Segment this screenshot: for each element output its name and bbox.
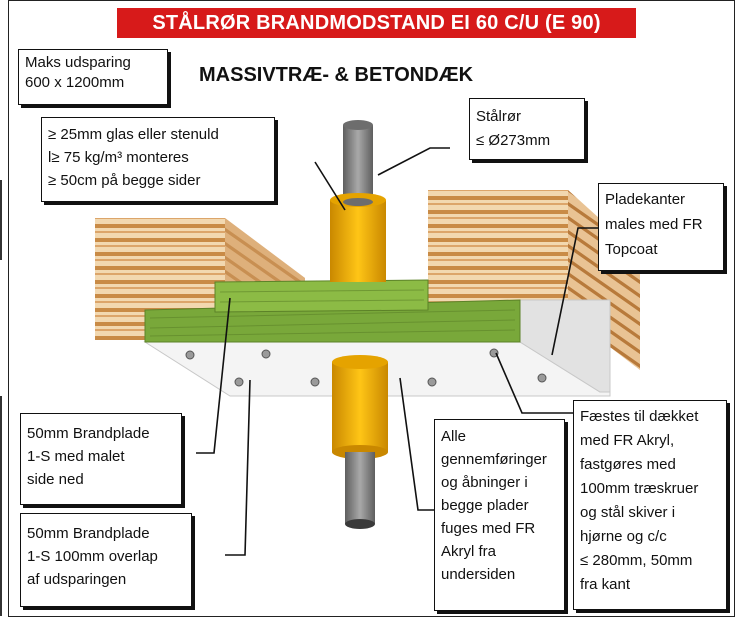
sealing-line: undersiden: [441, 566, 516, 583]
opening-size-line: Maks udsparing: [25, 54, 131, 71]
steel-pipe-lower: [345, 452, 375, 524]
leader-lines: [196, 147, 600, 556]
sealing-line: og åbninger i: [441, 474, 528, 491]
pipe-size-label: Stålrør ≤ Ø273mm: [469, 98, 585, 160]
fire-board-painted-line: side ned: [27, 471, 84, 488]
insulation-sleeve-upper: [330, 200, 386, 282]
opening-size-label: Maks udsparing 600 x 1200mm: [18, 49, 168, 105]
insulation-line: ≥ 25mm glas eller stenuld: [48, 126, 219, 143]
section-heading: MASSIVTRÆ- & BETONDÆK: [199, 64, 474, 86]
steel-pipe-upper: [343, 125, 373, 205]
sealing-label: Alle gennemføringer og åbninger i begge …: [434, 419, 565, 611]
diagram-frame: [8, 0, 735, 617]
fire-board-overlap-label: 50mm Brandplade 1-S 100mm overlap af uds…: [20, 513, 192, 607]
left-edge-mark-lower: [0, 396, 2, 616]
insulation-line: l≥ 75 kg/m³ monteres: [48, 149, 189, 166]
sealing-line: Alle: [441, 428, 467, 445]
board-edges-label: Pladekanter males med FR Topcoat: [598, 183, 724, 271]
left-edge-mark-upper: [0, 180, 2, 260]
fixing-line: Fæstes til dækket: [580, 408, 699, 425]
fixing-line: fastgøres med: [580, 456, 676, 473]
fire-board-painted-label: 50mm Brandplade 1-S med malet side ned: [20, 413, 182, 505]
sealing-line: begge plader: [441, 497, 529, 514]
sealing-line: Akryl fra: [441, 543, 497, 560]
fire-board-overlap-line: 1-S 100mm overlap: [27, 548, 158, 565]
insulation-sleeve-lower: [332, 362, 388, 452]
fire-board-painted-line: 1-S med malet: [27, 448, 125, 465]
sealing-line: gennemføringer: [441, 451, 547, 468]
insulation-label: ≥ 25mm glas eller stenuld l≥ 75 kg/m³ mo…: [41, 117, 275, 202]
fixing-line: og stål skiver i: [580, 504, 676, 521]
fixing-label: Fæstes til dækket med FR Akryl, fastgøre…: [573, 400, 727, 610]
fixing-line: fra kant: [580, 576, 631, 593]
opening-size-line: 600 x 1200mm: [25, 74, 125, 91]
board-edges-line: males med FR: [605, 216, 703, 233]
pipe-size-line: Stålrør: [476, 108, 521, 125]
fixing-line: med FR Akryl,: [580, 432, 675, 449]
fixing-line: hjørne og c/c: [580, 528, 667, 545]
insulation-line: ≥ 50cm på begge sider: [48, 172, 201, 189]
fire-board-overlap-line: 50mm Brandplade: [27, 525, 150, 542]
fixing-line: 100mm træskruer: [580, 480, 699, 497]
fire-board-overlap-line: af udsparingen: [27, 571, 127, 588]
board-edges-line: Pladekanter: [605, 191, 686, 208]
sealing-line: fuges med FR: [441, 520, 536, 537]
upper-fire-board: [214, 279, 429, 313]
pipe-size-line: ≤ Ø273mm: [476, 132, 551, 149]
page-title: STÅLRØR BRANDMODSTAND EI 60 C/U (E 90): [117, 8, 636, 38]
fire-board-painted-line: 50mm Brandplade: [27, 425, 150, 442]
fixing-line: ≤ 280mm, 50mm: [580, 552, 693, 569]
fixing-screws: [185, 348, 547, 387]
board-edges-line: Topcoat: [605, 241, 658, 258]
